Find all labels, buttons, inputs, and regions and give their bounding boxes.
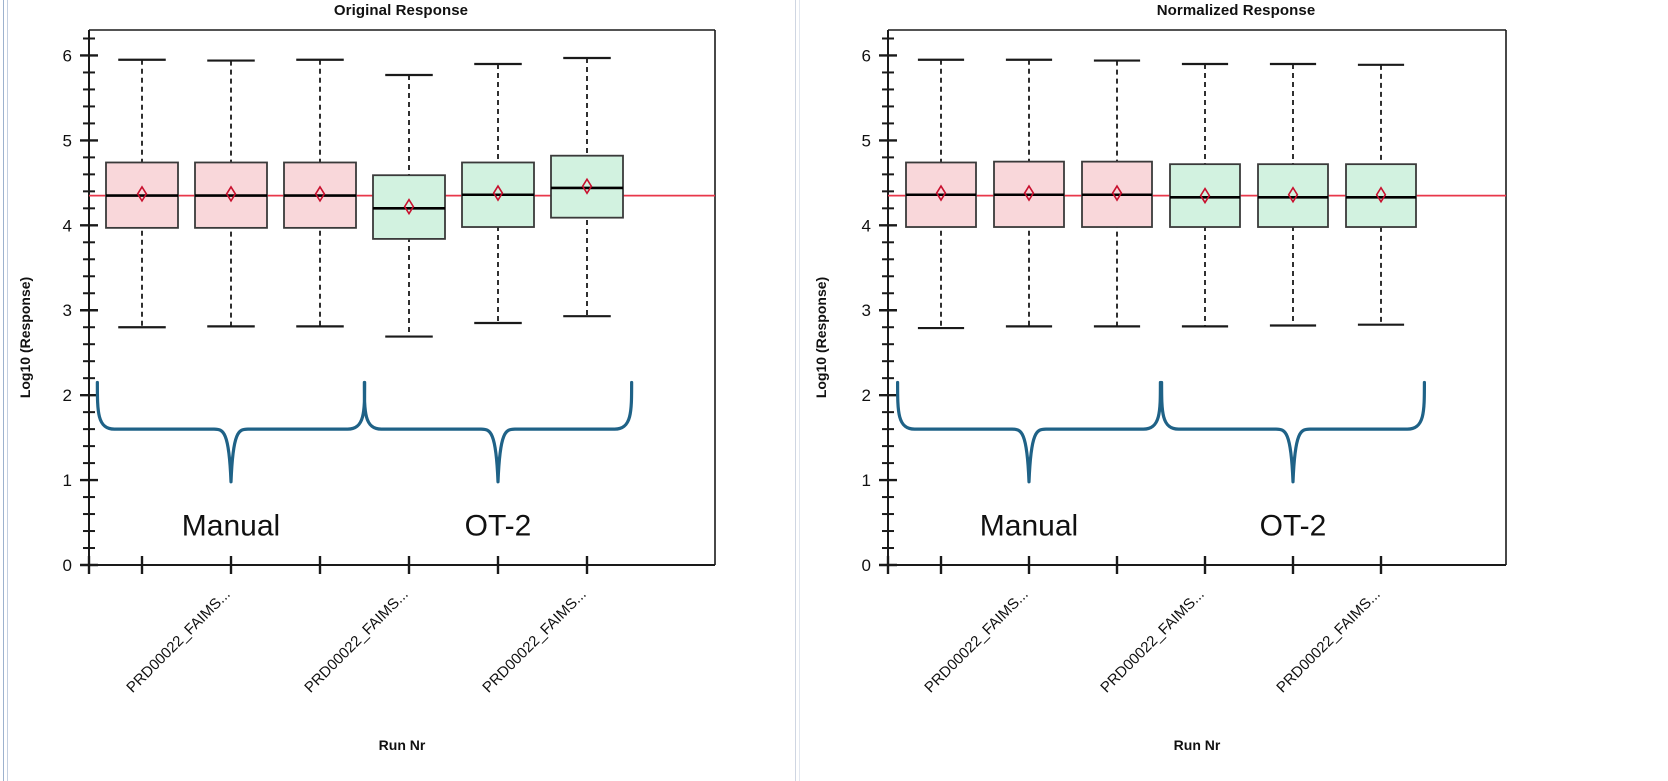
- mean-diamond-marker: [1111, 184, 1123, 202]
- y-axis-ticks: 0 1 2 3 4 5 6: [862, 37, 897, 575]
- mean-diamond-marker: [314, 185, 326, 203]
- panel-divider-left: [795, 0, 796, 781]
- box-iqr-rect: [1345, 163, 1417, 228]
- boxplot-box: [283, 58, 357, 328]
- x-axis-title: Run Nr: [1174, 737, 1221, 753]
- y-tick-label: 3: [862, 301, 871, 320]
- group-label: OT-2: [1260, 509, 1327, 542]
- mean-diamond-marker: [1023, 184, 1035, 202]
- boxplot-box: [105, 58, 179, 329]
- group-braces: Manual OT-2: [95, 380, 634, 542]
- group-brace: [362, 380, 634, 484]
- y-tick-label: 6: [63, 46, 72, 65]
- group-brace: [95, 380, 367, 484]
- mean-diamond-marker: [403, 198, 415, 216]
- group-brace: [1160, 380, 1426, 484]
- x-axis-category-label: PRD00022_FAIMS...: [921, 586, 1031, 696]
- mean-diamond-marker: [225, 185, 237, 203]
- group-label: OT-2: [465, 509, 532, 542]
- x-axis-category-label: PRD00022_FAIMS...: [123, 586, 233, 696]
- x-axis-category-label: PRD00022_FAIMS...: [301, 586, 411, 696]
- boxplot-box: [194, 59, 268, 328]
- group-label: Manual: [182, 509, 280, 542]
- x-axis-title: Run Nr: [379, 737, 426, 753]
- boxplot-box: [1169, 62, 1241, 328]
- panel-divider-right: [799, 0, 800, 781]
- group-label: Manual: [980, 509, 1078, 542]
- x-axis-category-labels: PRD00022_FAIMS... PRD00022_FAIMS... PRD000…: [921, 586, 1383, 696]
- box-iqr-rect: [1257, 163, 1329, 228]
- x-axis-category-labels: PRD00022_FAIMS... PRD00022_FAIMS... PRD000…: [123, 586, 589, 696]
- y-axis-title: Log10 (Response): [17, 277, 33, 398]
- y-tick-label: 0: [862, 556, 871, 575]
- x-axis-ticks: [886, 556, 1383, 574]
- panel-title-normalized: Normalized Response: [1156, 2, 1316, 19]
- group-brace: [896, 380, 1162, 484]
- y-tick-label: 2: [63, 386, 72, 405]
- y-axis-ticks: 0 1 2 3 4 5 6: [63, 37, 98, 575]
- x-axis-ticks: [87, 556, 589, 574]
- boxplot-box: [1257, 62, 1329, 327]
- boxplot-box: [550, 56, 624, 318]
- mean-diamond-marker: [581, 177, 593, 195]
- boxplot-box: [1345, 63, 1417, 326]
- group-braces: Manual OT-2: [896, 380, 1426, 542]
- y-tick-label: 6: [862, 46, 871, 65]
- mean-diamond-marker: [935, 184, 947, 202]
- y-tick-label: 3: [63, 301, 72, 320]
- y-tick-label: 0: [63, 556, 72, 575]
- boxplot-box: [993, 58, 1065, 328]
- boxplot-box: [372, 73, 446, 338]
- panel-title-original: Original Response: [333, 2, 469, 19]
- y-tick-label: 2: [862, 386, 871, 405]
- y-tick-label: 1: [63, 471, 72, 490]
- y-tick-label: 4: [862, 216, 871, 235]
- box-iqr-rect: [1169, 163, 1241, 228]
- mean-diamond-marker: [1199, 187, 1211, 205]
- mean-diamond-marker: [1375, 186, 1387, 204]
- x-axis-category-label: PRD00022_FAIMS...: [1273, 586, 1383, 696]
- mean-diamond-marker: [136, 185, 148, 203]
- boxplot-box: [905, 58, 977, 330]
- document-left-rule-inner: [7, 0, 8, 781]
- document-left-rule-outer: [3, 0, 4, 781]
- y-tick-label: 5: [862, 131, 871, 150]
- y-tick-label: 4: [63, 216, 72, 235]
- mean-diamond-marker: [1287, 186, 1299, 204]
- y-axis-title: Log10 (Response): [813, 277, 829, 398]
- boxplot-box: [1081, 59, 1153, 328]
- y-tick-label: 5: [63, 131, 72, 150]
- boxplot-box: [461, 62, 535, 325]
- x-axis-category-label: PRD00022_FAIMS...: [479, 586, 589, 696]
- y-tick-label: 1: [862, 471, 871, 490]
- x-axis-category-label: PRD00022_FAIMS...: [1097, 586, 1207, 696]
- mean-diamond-marker: [492, 184, 504, 202]
